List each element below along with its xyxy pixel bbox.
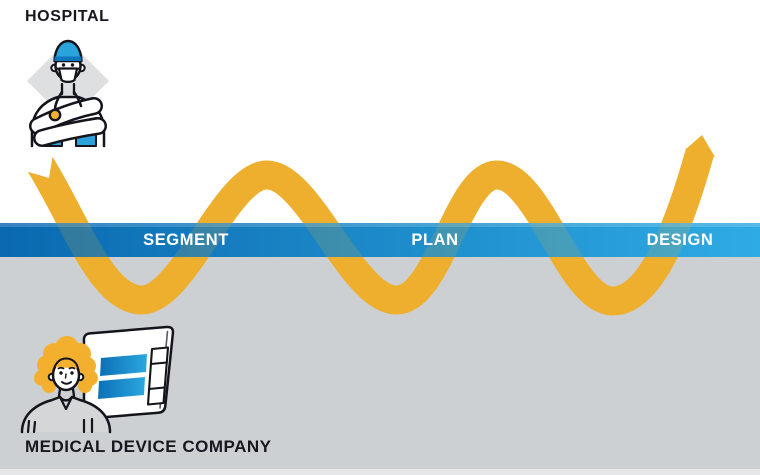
screen-bar-2 <box>98 377 145 399</box>
hospital-label: HOSPITAL <box>25 8 110 25</box>
wave-ribbon-tail-notch <box>25 154 53 178</box>
stethoscope-disc <box>48 108 62 122</box>
phase-band <box>0 223 760 257</box>
phase-label-plan: PLAN <box>411 231 459 249</box>
wave-ribbon-tip <box>686 135 715 157</box>
screen-bar-1 <box>100 354 147 376</box>
phase-band-highlight <box>0 223 760 227</box>
screen-side-column <box>146 346 170 406</box>
medical-device-company-label: MEDICAL DEVICE COMPANY <box>25 437 272 456</box>
surgical-cap <box>53 39 83 63</box>
curly-hair <box>34 336 98 393</box>
presenter-screen-icon <box>20 325 175 434</box>
surgical-mask <box>57 67 79 83</box>
surgeon-icon <box>27 39 109 148</box>
phase-label-segment: SEGMENT <box>143 231 229 249</box>
wave-ribbon <box>27 148 714 316</box>
shirt <box>20 395 112 434</box>
phase-label-design: DESIGN <box>646 231 714 249</box>
bottom-edge-strip <box>0 469 760 475</box>
